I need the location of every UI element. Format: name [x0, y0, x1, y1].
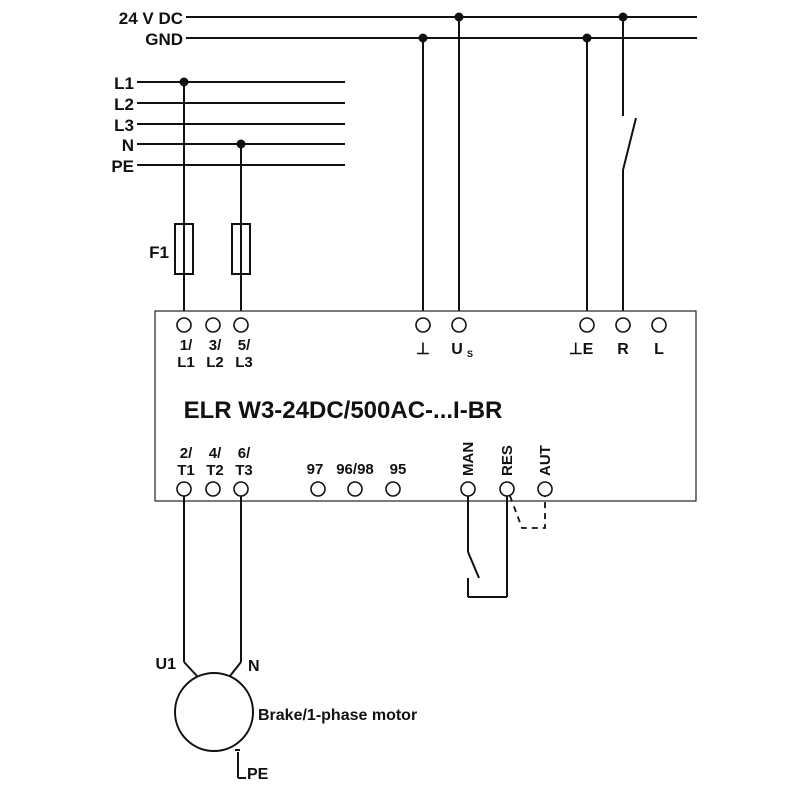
label-t1-line1: 1/ [180, 337, 193, 354]
label-l1: L1 [114, 74, 134, 93]
label-t6-line2: T3 [235, 462, 253, 479]
terminal-gnd[interactable] [415, 317, 431, 333]
top-terminals [176, 317, 667, 333]
label-24vdc: 24 V DC [119, 9, 183, 28]
r-switch-contact [622, 117, 637, 171]
label-us-sub: S [467, 349, 473, 359]
label-us: U [451, 341, 463, 358]
reset-circuit [467, 495, 546, 598]
motor-circle [174, 672, 254, 752]
terminal-96-98[interactable] [347, 481, 363, 497]
label-gnd-e: ⊥E [569, 341, 594, 358]
terminal-6-t3[interactable] [233, 481, 249, 497]
label-f1: F1 [149, 243, 169, 262]
label-gnd: GND [145, 30, 183, 49]
terminal-gnd-e[interactable] [579, 317, 595, 333]
terminal-97[interactable] [310, 481, 326, 497]
label-t3-line2: L2 [206, 354, 224, 371]
terminal-4-t2[interactable] [205, 481, 221, 497]
terminal-2-t1[interactable] [176, 481, 192, 497]
label-aut: AUT [537, 445, 554, 476]
label-motor-n: N [248, 658, 260, 675]
label-res: RES [499, 445, 516, 476]
terminal-3-l2[interactable] [205, 317, 221, 333]
label-t2-line1: 2/ [180, 445, 193, 462]
label-n: N [122, 136, 134, 155]
device-title: ELR W3-24DC/500AC-...I-BR [184, 397, 503, 424]
label-motor-pe: PE [247, 766, 269, 783]
label-pe: PE [111, 157, 134, 176]
terminal-us[interactable] [451, 317, 467, 333]
pe-connection [235, 749, 246, 779]
terminal-aut[interactable] [537, 481, 553, 497]
terminal-man[interactable] [460, 481, 476, 497]
label-95: 95 [390, 461, 407, 478]
label-t3-line1: 3/ [209, 337, 222, 354]
terminal-95[interactable] [385, 481, 401, 497]
label-t4-line2: T2 [206, 462, 224, 479]
man-switch-contact [467, 551, 480, 579]
label-l: L [654, 341, 664, 358]
wire-u1-lead [183, 661, 198, 677]
label-l2: L2 [114, 95, 134, 114]
label-96-98: 96/98 [336, 461, 374, 478]
label-l3: L3 [114, 116, 134, 135]
label-motor: Brake/1-phase motor [258, 707, 417, 724]
label-man: MAN [460, 442, 477, 476]
label-t2-line2: T1 [177, 462, 195, 479]
relay-device-box [154, 310, 697, 502]
label-97: 97 [307, 461, 324, 478]
label-t1-line2: L1 [177, 354, 195, 371]
terminal-1-l1[interactable] [176, 317, 192, 333]
label-gnd-symbol: ⊥ [416, 341, 430, 358]
label-t5-line2: L3 [235, 354, 253, 371]
aut-bridge-dashed [509, 495, 546, 529]
label-t4-line1: 4/ [209, 445, 222, 462]
label-r: R [617, 341, 629, 358]
wire-n-lead [229, 661, 242, 677]
terminal-res[interactable] [499, 481, 515, 497]
label-t5-line1: 5/ [238, 337, 251, 354]
label-motor-u1: U1 [156, 656, 177, 673]
label-t6-line1: 6/ [238, 445, 251, 462]
terminal-5-l3[interactable] [233, 317, 249, 333]
terminal-l[interactable] [651, 317, 667, 333]
terminal-r[interactable] [615, 317, 631, 333]
